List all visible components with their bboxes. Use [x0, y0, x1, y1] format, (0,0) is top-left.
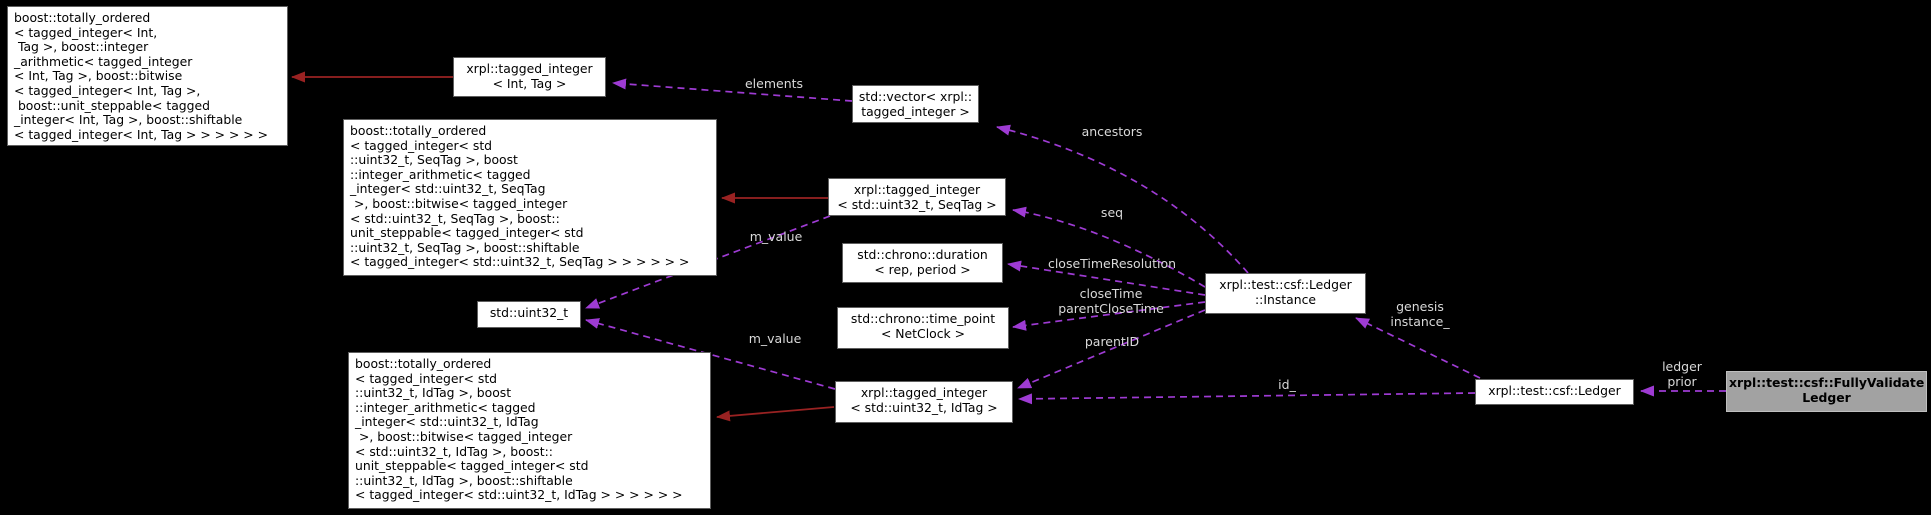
edge-label-m-value-idtag: m_value — [748, 331, 802, 346]
edge-id — [1018, 392, 1476, 405]
edge-label-ledger-prior: ledger prior — [1662, 359, 1702, 389]
node-boost-totally-ordered-int-tag[interactable]: boost::totally_ordered < tagged_integer<… — [7, 6, 288, 146]
node-std-uint32-t[interactable]: std::uint32_t — [477, 301, 581, 328]
edge-label-m-value-seqtag: m_value — [749, 229, 803, 244]
edge-label-seq: seq — [1100, 205, 1124, 220]
edge-label-parent-id: parentID — [1084, 334, 1140, 349]
edge-seq — [1012, 206, 1206, 288]
node-xrpl-tagged-integer-idtag[interactable]: xrpl::tagged_integer < std::uint32_t, Id… — [835, 381, 1013, 423]
node-boost-totally-ordered-idtag[interactable]: boost::totally_ordered < tagged_integer<… — [348, 352, 711, 509]
edge-genesis-instance — [1355, 317, 1481, 379]
edge-parent-id — [1017, 309, 1206, 389]
node-xrpl-tagged-integer-seqtag[interactable]: xrpl::tagged_integer < std::uint32_t, Se… — [828, 178, 1006, 216]
edge-ancestors — [996, 124, 1249, 274]
node-fully-validated-ledger: xrpl::test::csf::FullyValidate Ledger — [1726, 371, 1927, 412]
node-xrpl-tagged-integer-int-tag[interactable]: xrpl::tagged_integer < Int, Tag > — [453, 57, 606, 97]
edge-close-time-resolution — [1007, 260, 1206, 296]
edge-label-close-time-resolution: closeTimeResolution — [1047, 256, 1177, 271]
node-boost-totally-ordered-seqtag[interactable]: boost::totally_ordered < tagged_integer<… — [343, 119, 717, 276]
node-std-vector-tagged-integer[interactable]: std::vector< xrpl:: tagged_integer > — [852, 85, 979, 123]
edge-inherit-tagged-integer-idtag — [716, 406, 835, 422]
edge-close-time — [1012, 301, 1206, 331]
edge-label-id: id_ — [1278, 377, 1296, 392]
node-std-chrono-time-point[interactable]: std::chrono::time_point < NetClock > — [837, 307, 1009, 349]
edge-label-elements: elements — [744, 76, 804, 91]
node-csf-ledger[interactable]: xrpl::test::csf::Ledger — [1475, 379, 1634, 405]
edge-m-value-seqtag — [585, 215, 831, 309]
edge-label-ancestors: ancestors — [1081, 124, 1143, 139]
edge-label-genesis-instance: genesis instance_ — [1390, 299, 1450, 329]
node-ledger-instance[interactable]: xrpl::test::csf::Ledger ::Instance — [1205, 273, 1366, 314]
node-std-chrono-duration[interactable]: std::chrono::duration < rep, period > — [842, 243, 1003, 283]
edge-elements — [612, 78, 853, 102]
edge-label-close-times: closeTime parentCloseTime — [1058, 286, 1164, 316]
